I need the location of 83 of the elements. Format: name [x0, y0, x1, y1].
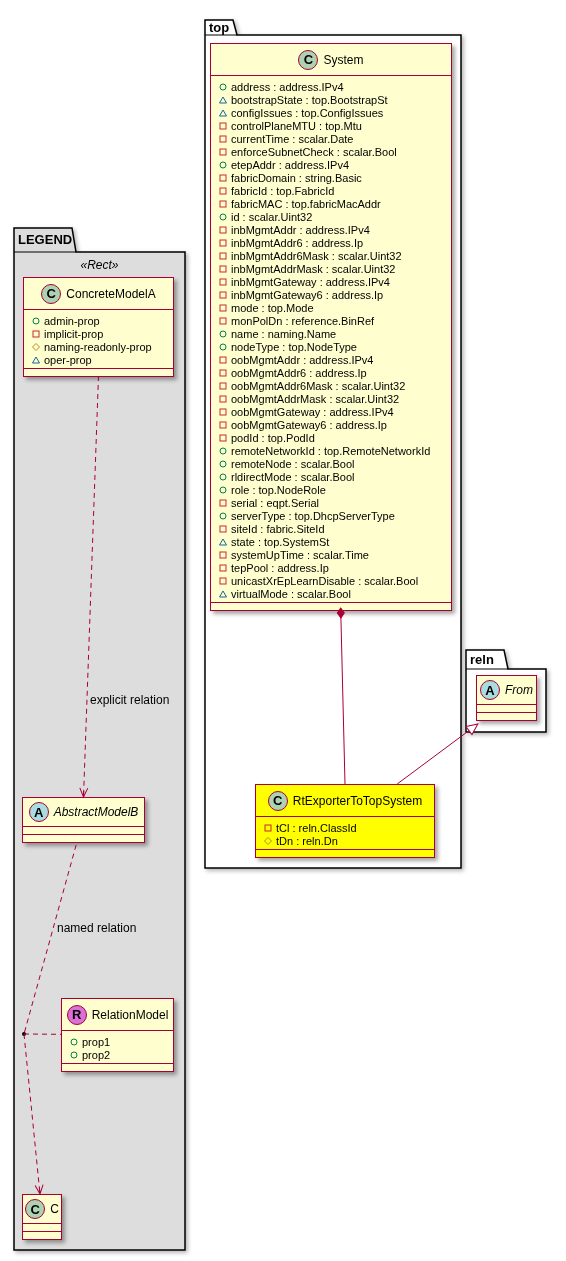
attribute-text: podId : top.PodId: [231, 431, 315, 444]
attribute-text: serial : eqpt.Serial: [231, 496, 320, 509]
attribute-text: oobMgmtAddrMask : scalar.Uint32: [231, 392, 400, 405]
attribute-text: nodeType : top.NodeType: [231, 340, 357, 353]
attribute-text: bootstrapState : top.BootstrapSt: [231, 93, 388, 106]
attribute-text: inbMgmtAddr : address.IPv4: [231, 223, 370, 236]
package-frame: [205, 20, 461, 868]
junction-dot: [22, 1032, 26, 1036]
attribute-text: rldirectMode : scalar.Bool: [231, 470, 355, 483]
class-box: [255, 784, 435, 858]
attribute-text: admin-prop: [44, 314, 100, 327]
attribute-text: address : address.IPv4: [231, 80, 344, 93]
class-box: [23, 277, 174, 377]
attribute-text: inbMgmtGateway : address.IPv4: [231, 275, 390, 288]
attribute-text: etepAddr : address.IPv4: [231, 158, 349, 171]
attribute-text: oobMgmtAddr6 : address.Ip: [231, 366, 367, 379]
class-box: [22, 1194, 62, 1240]
attribute-text: unicastXrEpLearnDisable : scalar.Bool: [231, 574, 419, 587]
attribute-text: inbMgmtAddrMask : scalar.Uint32: [231, 262, 396, 275]
dashed-arrow: [79, 375, 99, 798]
package-frame: [14, 228, 185, 1250]
attribute-text: state : top.SystemSt: [231, 535, 330, 548]
attribute-text: oobMgmtGateway : address.IPv4: [231, 405, 394, 418]
attribute-text: role : top.NodeRole: [231, 483, 326, 496]
attribute-text: naming-readonly-prop: [44, 340, 152, 353]
attribute-text: inbMgmtAddr6 : address.Ip: [231, 236, 364, 249]
class-type-badge: C: [298, 49, 319, 70]
package-title: top: [209, 20, 230, 35]
class-name: System: [323, 52, 364, 67]
class-name: AbstractModelB: [53, 805, 139, 819]
attribute-text: serverType : top.DhcpServerType: [231, 509, 395, 522]
attribute-text: inbMgmtAddr6Mask : scalar.Uint32: [231, 249, 402, 262]
attribute-text: siteId : fabric.SiteId: [231, 522, 325, 535]
attribute-text: inbMgmtGateway6 : address.Ip: [231, 288, 384, 301]
class-box: [476, 675, 537, 721]
stereotype-label: «Rect»: [79, 258, 120, 272]
attribute-text: oobMgmtAddr6Mask : scalar.Uint32: [231, 379, 406, 392]
class-type-badge: A: [480, 680, 500, 700]
connector-line: [336, 607, 346, 785]
attribute-text: mode : top.Mode: [231, 301, 314, 314]
edge-label: explicit relation: [90, 693, 170, 707]
package-frame: [466, 650, 546, 732]
attribute-text: monPolDn : reference.BinRef: [231, 314, 375, 327]
class-name: C: [50, 1202, 59, 1216]
attribute-text: remoteNetworkId : top.RemoteNetworkId: [231, 444, 431, 457]
dashed-arrow: [23, 1033, 44, 1195]
attribute-text: prop1: [82, 1035, 111, 1048]
attribute-text: oper-prop: [44, 353, 92, 366]
attribute-text: fabricId : top.FabricId: [231, 184, 335, 197]
attribute-text: fabricDomain : string.Basic: [231, 171, 362, 184]
package-title: reln: [470, 651, 494, 669]
attribute-text: oobMgmtGateway6 : address.Ip: [231, 418, 387, 431]
class-name: ConcreteModelA: [66, 286, 156, 301]
connector-line: [396, 723, 479, 785]
attribute-text: configIssues : top.ConfigIssues: [231, 106, 384, 119]
attribute-text: id : scalar.Uint32: [231, 210, 313, 223]
package-title: LEGEND: [18, 231, 73, 249]
class-type-badge: C: [41, 283, 62, 304]
class-name: From: [505, 683, 533, 697]
attribute-text: name : naming.Name: [231, 327, 337, 340]
attribute-text: currentTime : scalar.Date: [231, 132, 354, 145]
attribute-text: tDn : reln.Dn: [276, 834, 338, 847]
class-box: [61, 998, 174, 1072]
class-box: [210, 43, 452, 611]
class-type-badge: A: [28, 802, 49, 822]
attribute-text: systemUpTime : scalar.Time: [231, 548, 369, 561]
class-name: RelationModel: [91, 1007, 169, 1022]
class-name: RtExporterToTopSystem: [292, 793, 423, 808]
attribute-text: enforceSubnetCheck : scalar.Bool: [231, 145, 397, 158]
class-box: [22, 797, 145, 843]
attribute-text: controlPlaneMTU : top.Mtu: [231, 119, 362, 132]
class-type-badge: C: [25, 1199, 46, 1219]
attribute-text: implicit-prop: [44, 327, 104, 340]
class-type-badge: C: [267, 790, 288, 811]
attribute-text: remoteNode : scalar.Bool: [231, 457, 355, 470]
class-type-badge: R: [66, 1004, 87, 1025]
attribute-text: oobMgmtAddr : address.IPv4: [231, 353, 374, 366]
attribute-text: tepPool : address.Ip: [231, 561, 329, 574]
attribute-text: tCl : reln.ClassId: [276, 821, 357, 834]
attribute-text: fabricMAC : top.fabricMacAddr: [231, 197, 381, 210]
attribute-text: prop2: [82, 1048, 111, 1061]
edge-label: named relation: [57, 921, 137, 935]
attribute-text: virtualMode : scalar.Bool: [231, 587, 351, 600]
